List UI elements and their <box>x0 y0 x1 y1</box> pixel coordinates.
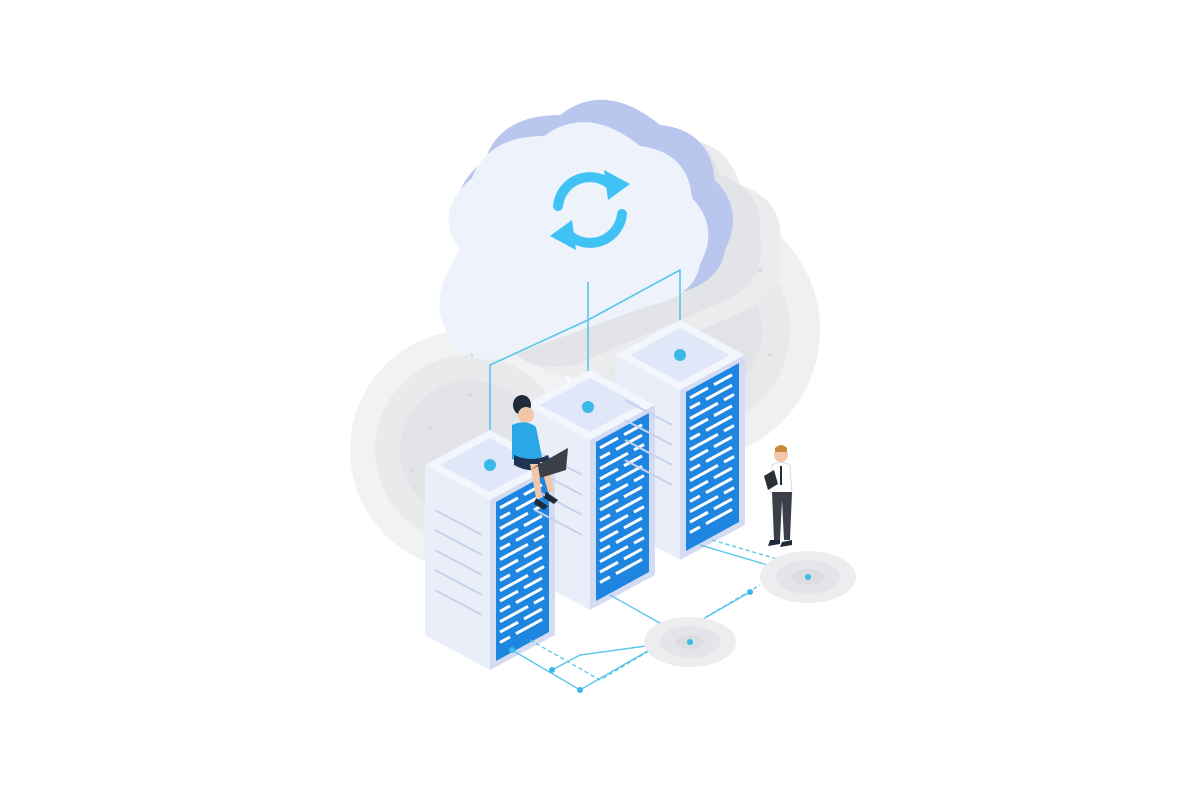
server-node-dot <box>674 349 686 361</box>
server-slot <box>599 560 619 574</box>
server-slot <box>499 620 519 634</box>
server-slot <box>689 401 701 410</box>
server-slot <box>713 435 733 449</box>
server-slot <box>689 463 701 472</box>
server-slot <box>599 482 629 501</box>
server-slot <box>689 479 709 493</box>
server-slot <box>515 587 543 604</box>
server-slot <box>599 544 611 553</box>
server-slot <box>499 542 529 561</box>
server-slot <box>723 486 735 495</box>
server-slot <box>499 589 519 603</box>
server-slot <box>599 498 619 512</box>
server-slot <box>599 514 629 532</box>
server-node-dot <box>484 459 496 471</box>
server-slot <box>499 542 511 551</box>
server-slot <box>633 474 645 483</box>
server-slot <box>615 464 643 482</box>
server-slot <box>499 635 511 644</box>
server-slot <box>623 516 643 530</box>
server-slot <box>705 446 733 463</box>
server-slot <box>615 527 643 544</box>
server-slot <box>689 401 719 420</box>
server-slot <box>499 511 529 530</box>
server-slot <box>689 432 719 451</box>
server-slot <box>533 565 545 574</box>
server-slot <box>615 496 643 513</box>
person-with-laptop <box>512 395 568 510</box>
server-slot <box>689 494 701 503</box>
server-slot <box>499 573 511 582</box>
server-slot <box>599 575 611 584</box>
server-slot <box>623 485 643 499</box>
decorative-sparkles <box>410 268 772 472</box>
server-slot <box>599 529 619 543</box>
ground-target-right <box>760 551 856 603</box>
server-slot <box>689 417 709 431</box>
server-slot <box>615 558 643 576</box>
ground-target-middle <box>644 617 736 667</box>
server-slot <box>713 497 733 511</box>
server-slot <box>689 448 709 462</box>
server-slot <box>689 464 719 482</box>
server-side-stripes <box>434 399 673 616</box>
server-slot <box>723 393 735 402</box>
server-slot <box>499 496 519 510</box>
server-slot <box>499 527 519 541</box>
server-slot <box>599 467 619 481</box>
cloud-icon <box>439 99 733 360</box>
server-slot <box>633 505 645 514</box>
server-slot <box>533 534 545 543</box>
server-slot <box>623 454 643 468</box>
server-slot <box>705 383 733 401</box>
server-slot <box>713 404 733 418</box>
server-slot <box>705 414 733 432</box>
server-slot <box>523 514 543 528</box>
server-slot <box>523 576 543 590</box>
server-slot <box>499 574 529 592</box>
sync-arrows-icon <box>550 170 630 250</box>
server-slot <box>723 455 735 464</box>
server-slot <box>705 477 733 494</box>
server-slot <box>599 436 619 450</box>
server-slot <box>515 618 543 636</box>
server-slot <box>689 386 709 400</box>
server-slot <box>689 525 701 534</box>
person-with-tablet <box>764 445 793 547</box>
server-slot <box>689 495 719 514</box>
server-slot <box>723 424 735 433</box>
server-slot <box>689 432 701 441</box>
server-slot <box>499 511 511 520</box>
server-slot <box>523 545 543 559</box>
server-slot <box>499 605 529 624</box>
server-slot <box>523 607 543 621</box>
server-slot <box>713 466 733 480</box>
server-slot <box>499 604 511 613</box>
server-slot <box>533 596 545 605</box>
server-slot <box>599 513 611 522</box>
server-slot <box>705 508 733 526</box>
server-slot <box>515 524 543 542</box>
server-slot <box>623 547 643 561</box>
server-slot <box>515 556 543 573</box>
server-slot <box>599 451 629 470</box>
server-slot <box>499 558 519 572</box>
server-slot <box>599 451 611 460</box>
server-slot <box>599 482 611 491</box>
server-slot <box>689 510 709 524</box>
server-slot <box>633 536 645 545</box>
floor-node-dots <box>509 589 753 693</box>
server-slot <box>599 545 629 564</box>
server-node-dot <box>582 401 594 413</box>
server-slot <box>713 373 733 386</box>
